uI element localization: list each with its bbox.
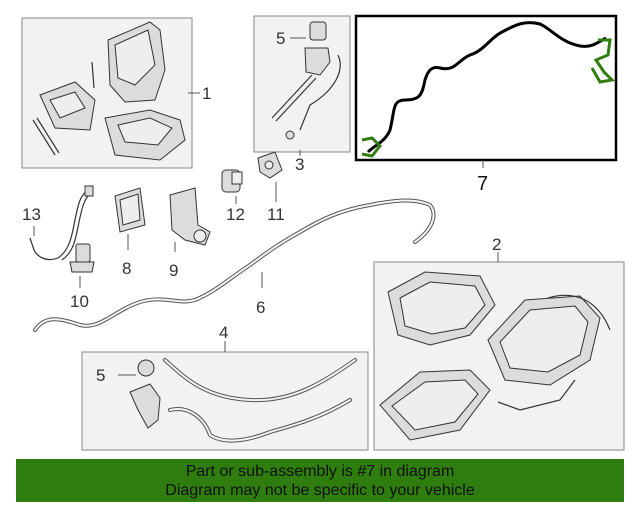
callout-13: 13 bbox=[22, 205, 41, 224]
banner-line-1: Part or sub-assembly is #7 in diagram bbox=[185, 463, 455, 480]
group-1-box: 1 bbox=[21, 17, 211, 169]
part-6: 6 bbox=[33, 198, 436, 332]
group-4-box: 5 4 bbox=[81, 323, 369, 451]
info-banner: Part or sub-assembly is #7 in diagram Di… bbox=[16, 459, 624, 502]
callout-3: 3 bbox=[295, 155, 304, 174]
callout-5-top: 5 bbox=[276, 29, 285, 48]
callout-4: 4 bbox=[219, 323, 228, 342]
callout-10: 10 bbox=[70, 292, 89, 311]
callout-2: 2 bbox=[492, 235, 501, 254]
callout-7: 7 bbox=[477, 173, 488, 195]
callout-5-bottom: 5 bbox=[96, 366, 105, 385]
part-10: 10 bbox=[69, 243, 95, 311]
callout-1: 1 bbox=[202, 84, 211, 103]
group-7-box: 7 bbox=[354, 14, 618, 195]
part-9: 9 bbox=[169, 187, 211, 280]
callout-6: 6 bbox=[256, 298, 265, 317]
fuel-line-7 bbox=[366, 21, 607, 154]
part-12: 12 bbox=[221, 169, 245, 224]
callout-12: 12 bbox=[226, 205, 245, 224]
callout-9: 9 bbox=[169, 261, 178, 280]
part-8: 8 bbox=[114, 187, 146, 278]
callout-11: 11 bbox=[267, 205, 285, 224]
callout-8: 8 bbox=[122, 259, 131, 278]
banner-line-2: Diagram may not be specific to your vehi… bbox=[165, 482, 475, 499]
part-11: 11 bbox=[257, 151, 285, 224]
part-13: 13 bbox=[22, 185, 94, 261]
group-2-box: 2 bbox=[373, 235, 625, 451]
group-3-box: 5 3 bbox=[253, 15, 351, 174]
